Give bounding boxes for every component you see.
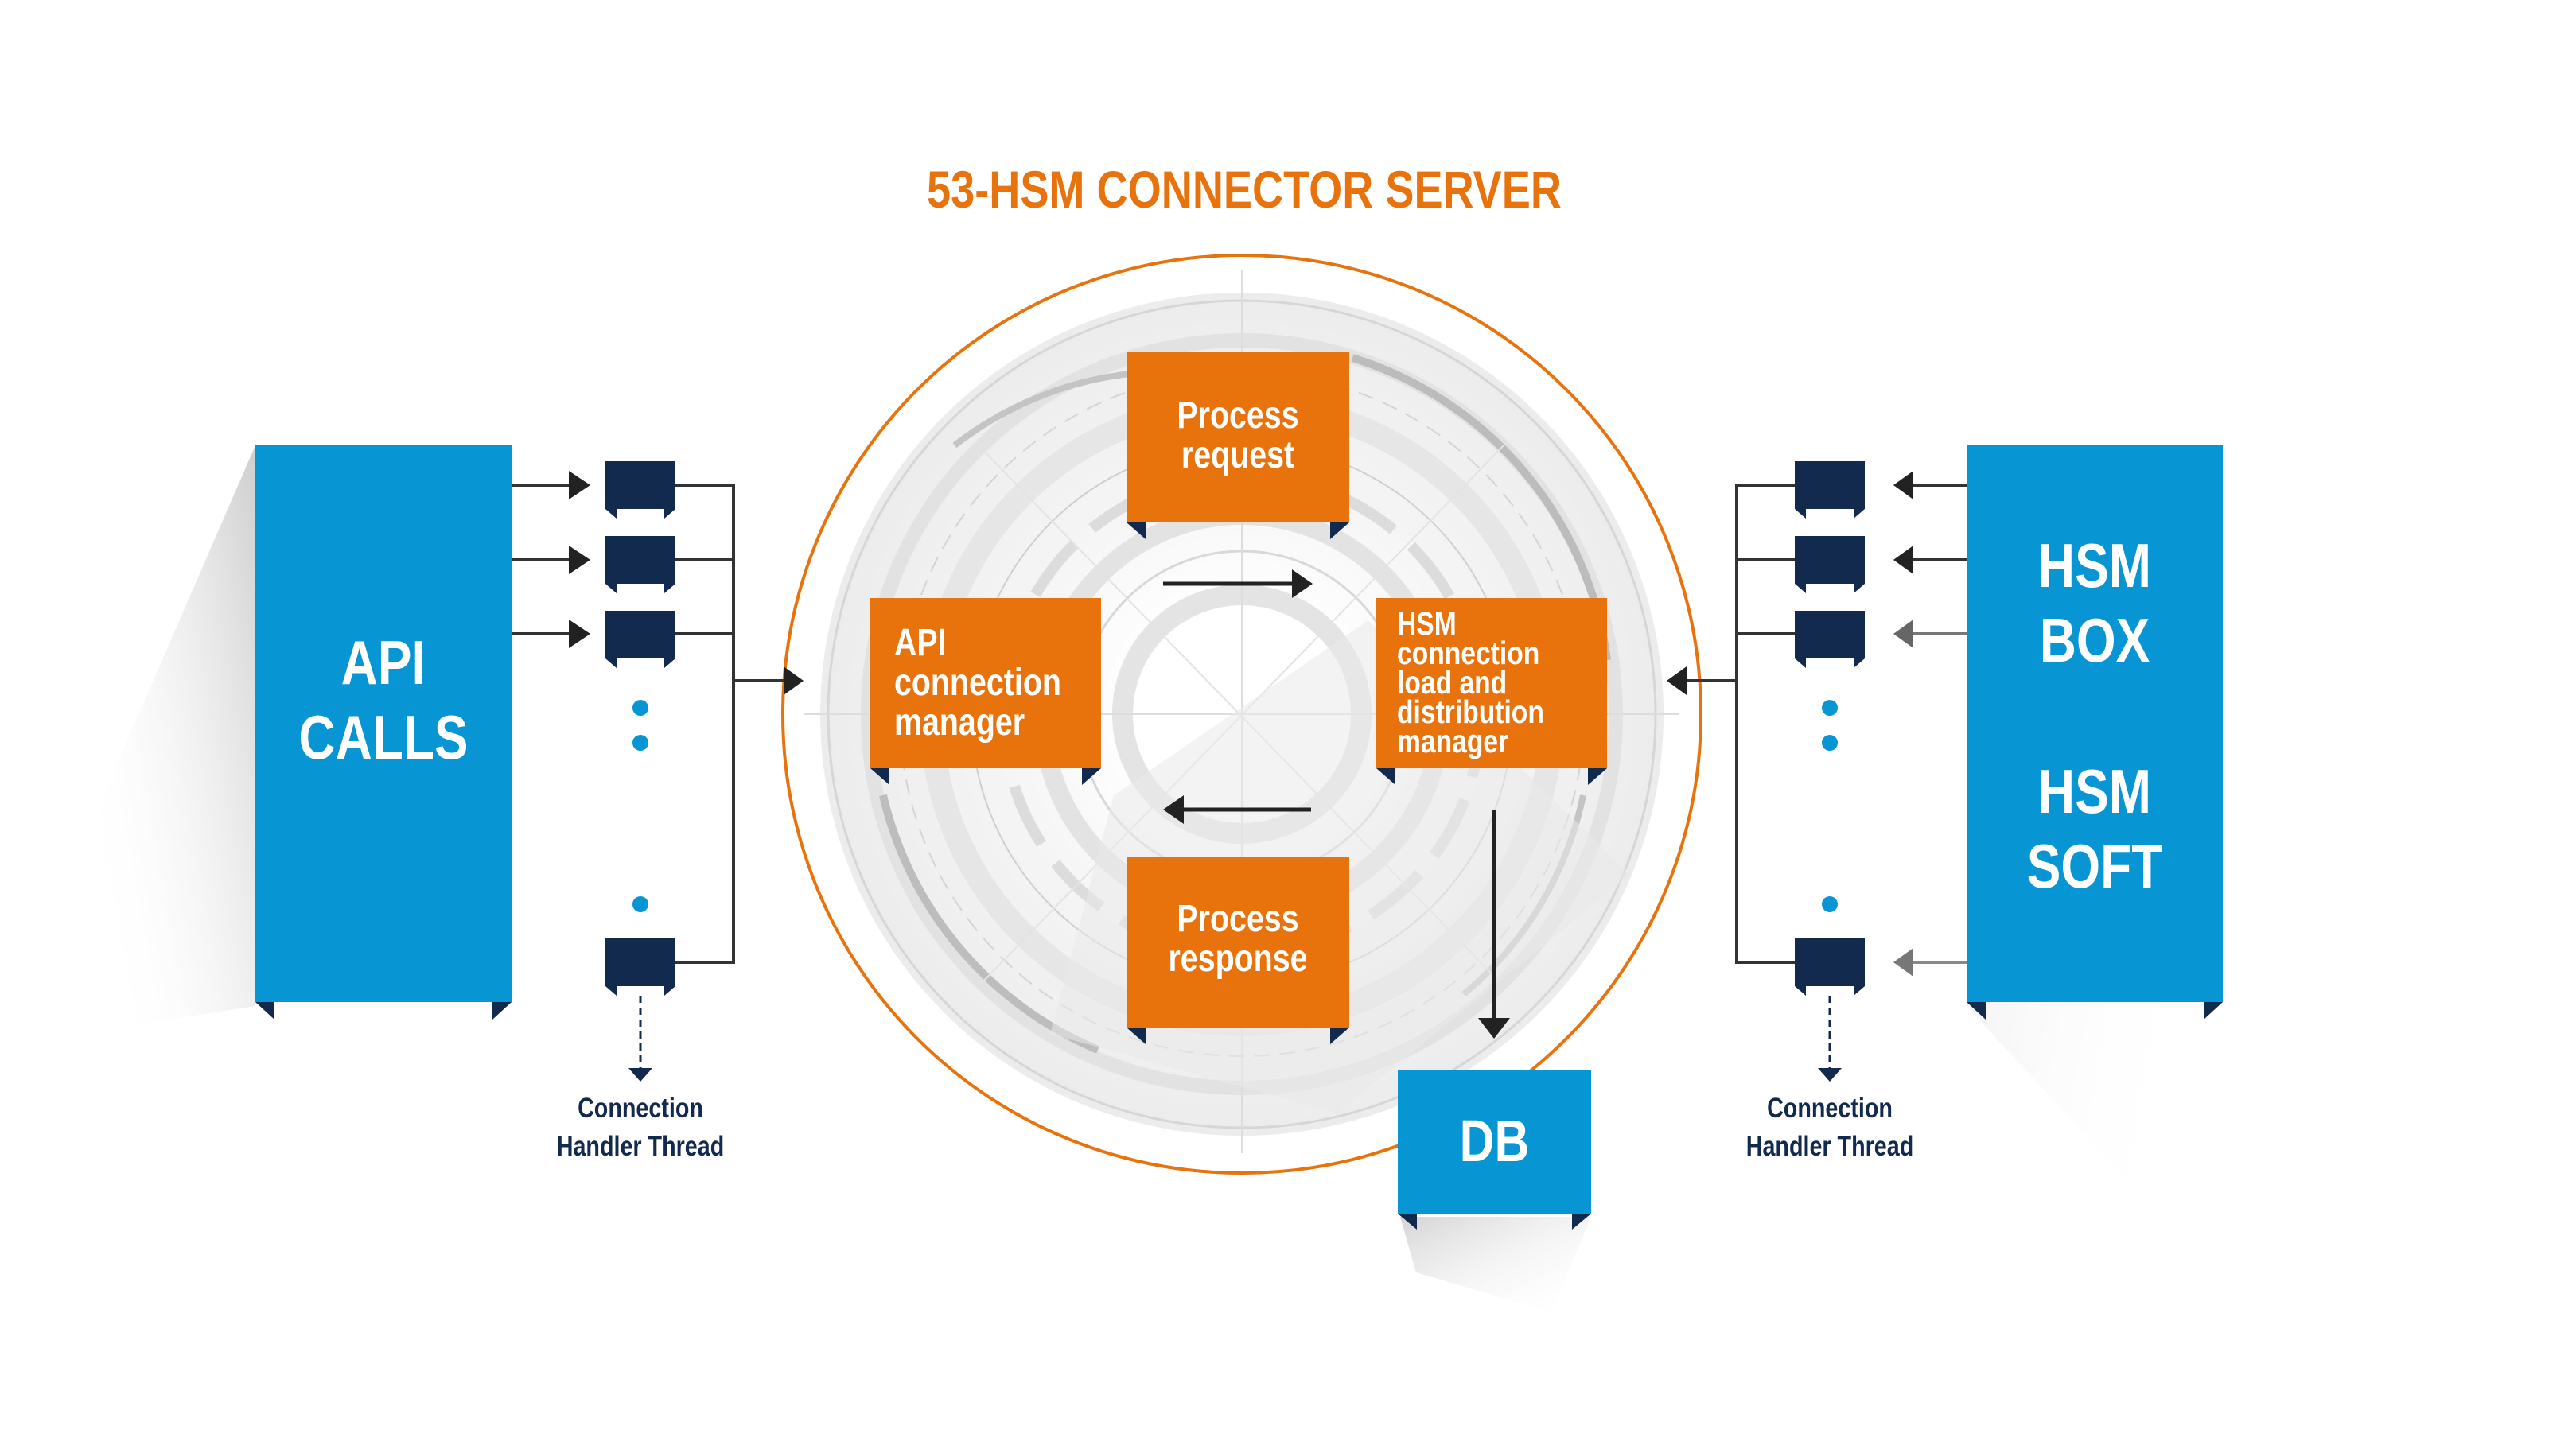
flow-arrows <box>1163 569 1510 1039</box>
hsm-box-line1: HSM <box>2037 530 2152 600</box>
hsm-manager-line4: distribution <box>1397 693 1544 730</box>
api-manager-box <box>870 598 1101 785</box>
right-thread-box-1 <box>1795 461 1865 509</box>
process-response-line1: Process <box>1177 898 1299 940</box>
process-request-label: Process request <box>1146 396 1329 476</box>
api-manager-line2: connection <box>894 662 1061 704</box>
left-caption: Connection Handler Thread <box>543 1090 738 1166</box>
left-thread-box-n <box>605 938 675 986</box>
diagram-title: 53-HSM CONNECTOR SERVER <box>927 160 1562 219</box>
hsm-block <box>1967 445 2223 1020</box>
left-caption-line2: Handler Thread <box>556 1131 725 1162</box>
right-caption: Connection Handler Thread <box>1732 1090 1928 1166</box>
api-manager-line1: API <box>894 622 947 664</box>
process-response-box <box>1127 857 1349 1044</box>
left-thread-box-3 <box>605 611 675 658</box>
hsm-soft-label: HSM SOFT <box>1990 754 2200 903</box>
right-caption-line2: Handler Thread <box>1745 1131 1914 1162</box>
api-calls-line2: CALLS <box>298 702 469 772</box>
process-request-line2: request <box>1181 434 1295 476</box>
left-thread-box-2 <box>605 536 675 584</box>
right-thread-box-2 <box>1795 536 1865 584</box>
hsm-manager-line2: connection <box>1397 635 1540 671</box>
hsm-manager-label: HSM connection load and distribution man… <box>1397 605 1580 759</box>
left-thread-box-1 <box>605 461 675 509</box>
process-request-line1: Process <box>1177 394 1299 437</box>
api-manager-label: API connection manager <box>894 623 1090 743</box>
db-shadow <box>1400 1217 1591 1312</box>
left-caption-line1: Connection <box>578 1093 703 1124</box>
db-box <box>1398 1070 1591 1230</box>
hsm-soft-line1: HSM <box>2037 756 2152 826</box>
right-thread-box-3 <box>1795 611 1865 658</box>
right-thread-group <box>1667 461 1967 1082</box>
hsm-box-label: HSM BOX <box>1990 528 2200 678</box>
left-thread-group <box>512 461 804 1082</box>
hsm-manager-line5: manager <box>1397 723 1509 759</box>
db-label: DB <box>1459 1108 1530 1174</box>
process-response-line2: response <box>1168 938 1308 980</box>
api-manager-line3: manager <box>894 701 1025 744</box>
hsm-soft-line2: SOFT <box>2026 831 2163 901</box>
hsm-manager-box <box>1376 598 1607 785</box>
api-calls-shadow <box>76 445 255 1034</box>
hsm-manager-line3: load and <box>1397 664 1508 701</box>
hsm-manager-line1: HSM <box>1397 605 1457 642</box>
api-calls-label: API CALLS <box>278 625 488 775</box>
process-response-label: Process response <box>1146 899 1329 979</box>
process-request-box <box>1127 352 1349 539</box>
right-thread-box-n <box>1795 938 1865 986</box>
right-caption-line1: Connection <box>1767 1093 1893 1124</box>
api-calls-block <box>255 445 512 1020</box>
hsm-box-line2: BOX <box>2039 605 2150 675</box>
api-calls-line1: API <box>340 627 426 697</box>
